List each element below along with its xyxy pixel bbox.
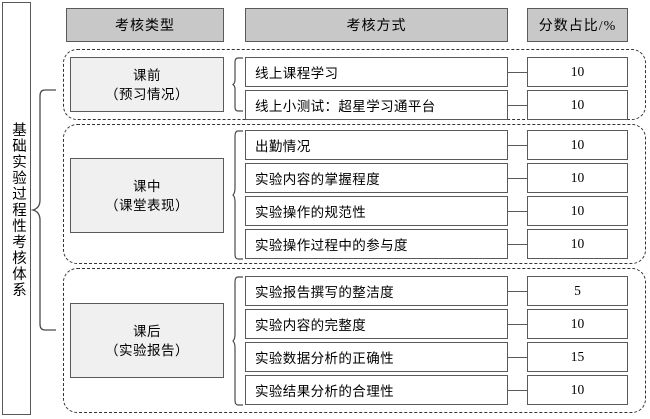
connector-line	[508, 244, 527, 245]
method-label: 线上课程学习	[255, 66, 339, 81]
category-box-pre-class: 课前 （预习情况）	[70, 57, 224, 112]
connector-line	[508, 291, 527, 292]
score-box: 10	[527, 57, 628, 87]
method-label: 实验内容的掌握程度	[255, 172, 381, 187]
category-box-in-class: 课中 （课堂表现）	[70, 158, 224, 233]
method-box: 实验内容的完整度	[245, 309, 508, 339]
category-label-line2: （预习情况）	[105, 86, 189, 102]
score-box: 10	[527, 229, 628, 259]
category-label-line2: （课堂表现）	[105, 197, 189, 213]
brace-icon-in-class	[232, 130, 244, 260]
connector-line	[508, 390, 527, 391]
score-box: 10	[527, 90, 628, 120]
method-box: 线上课程学习	[245, 57, 508, 87]
connector-line	[508, 178, 527, 179]
vertical-title-box: 基础实验过程性考核体系	[2, 2, 31, 415]
method-box: 实验操作的规范性	[245, 196, 508, 226]
score-label: 10	[570, 236, 585, 251]
header-assessment-method: 考核方式	[245, 8, 508, 42]
method-label: 出勤情况	[255, 139, 311, 154]
method-label: 线上小测试：超星学习通平台	[255, 99, 436, 114]
brace-icon-pre-class	[232, 57, 244, 112]
score-box: 5	[527, 276, 628, 306]
score-label: 10	[570, 316, 585, 331]
score-label: 10	[570, 64, 585, 79]
group-container-in-class	[63, 124, 646, 264]
main-brace-icon	[31, 88, 57, 332]
score-label: 10	[570, 382, 585, 397]
score-box: 10	[527, 163, 628, 193]
method-box: 实验内容的掌握程度	[245, 163, 508, 193]
connector-line	[508, 324, 527, 325]
category-label-line2: （实验报告）	[105, 342, 189, 358]
score-box: 10	[527, 196, 628, 226]
connector-line	[508, 211, 527, 212]
method-label: 实验结果分析的合理性	[255, 384, 394, 399]
method-label: 实验数据分析的正确性	[255, 351, 394, 366]
method-label: 实验报告撰写的整洁度	[255, 285, 394, 300]
score-label: 10	[570, 137, 585, 152]
header-assessment-type-label: 考核类型	[115, 19, 175, 34]
brace-icon-post-class	[232, 276, 244, 406]
method-box: 实验报告撰写的整洁度	[245, 276, 508, 306]
score-label: 15	[570, 349, 585, 364]
vertical-title-label: 基础实验过程性考核体系	[10, 121, 26, 298]
method-box: 实验结果分析的合理性	[245, 375, 508, 405]
header-assessment-type: 考核类型	[66, 8, 224, 42]
score-label: 5	[574, 283, 581, 298]
connector-line	[508, 357, 527, 358]
category-label-line1: 课中	[133, 178, 161, 194]
score-label: 10	[570, 170, 585, 185]
score-box: 10	[527, 309, 628, 339]
category-box-post-class: 课后 （实验报告）	[70, 303, 224, 378]
method-box: 线上小测试：超星学习通平台	[245, 90, 508, 120]
method-box: 实验操作过程中的参与度	[245, 229, 508, 259]
method-label: 实验操作过程中的参与度	[255, 238, 408, 253]
connector-line	[508, 72, 527, 73]
method-label: 实验内容的完整度	[255, 318, 367, 333]
score-box: 10	[527, 375, 628, 405]
score-label: 10	[570, 97, 585, 112]
method-label: 实验操作的规范性	[255, 205, 367, 220]
connector-line	[508, 145, 527, 146]
method-box: 实验数据分析的正确性	[245, 342, 508, 372]
score-box: 15	[527, 342, 628, 372]
method-box: 出勤情况	[245, 130, 508, 160]
category-label-line1: 课后	[133, 323, 161, 339]
category-label-line1: 课前	[133, 67, 161, 83]
connector-line	[508, 105, 527, 106]
group-container-post-class	[63, 268, 646, 413]
score-label: 10	[570, 203, 585, 218]
header-score-percentage: 分数占比/%	[527, 8, 628, 42]
header-assessment-method-label: 考核方式	[346, 19, 407, 34]
score-box: 10	[527, 130, 628, 160]
header-score-percentage-label: 分数占比/%	[538, 19, 617, 34]
